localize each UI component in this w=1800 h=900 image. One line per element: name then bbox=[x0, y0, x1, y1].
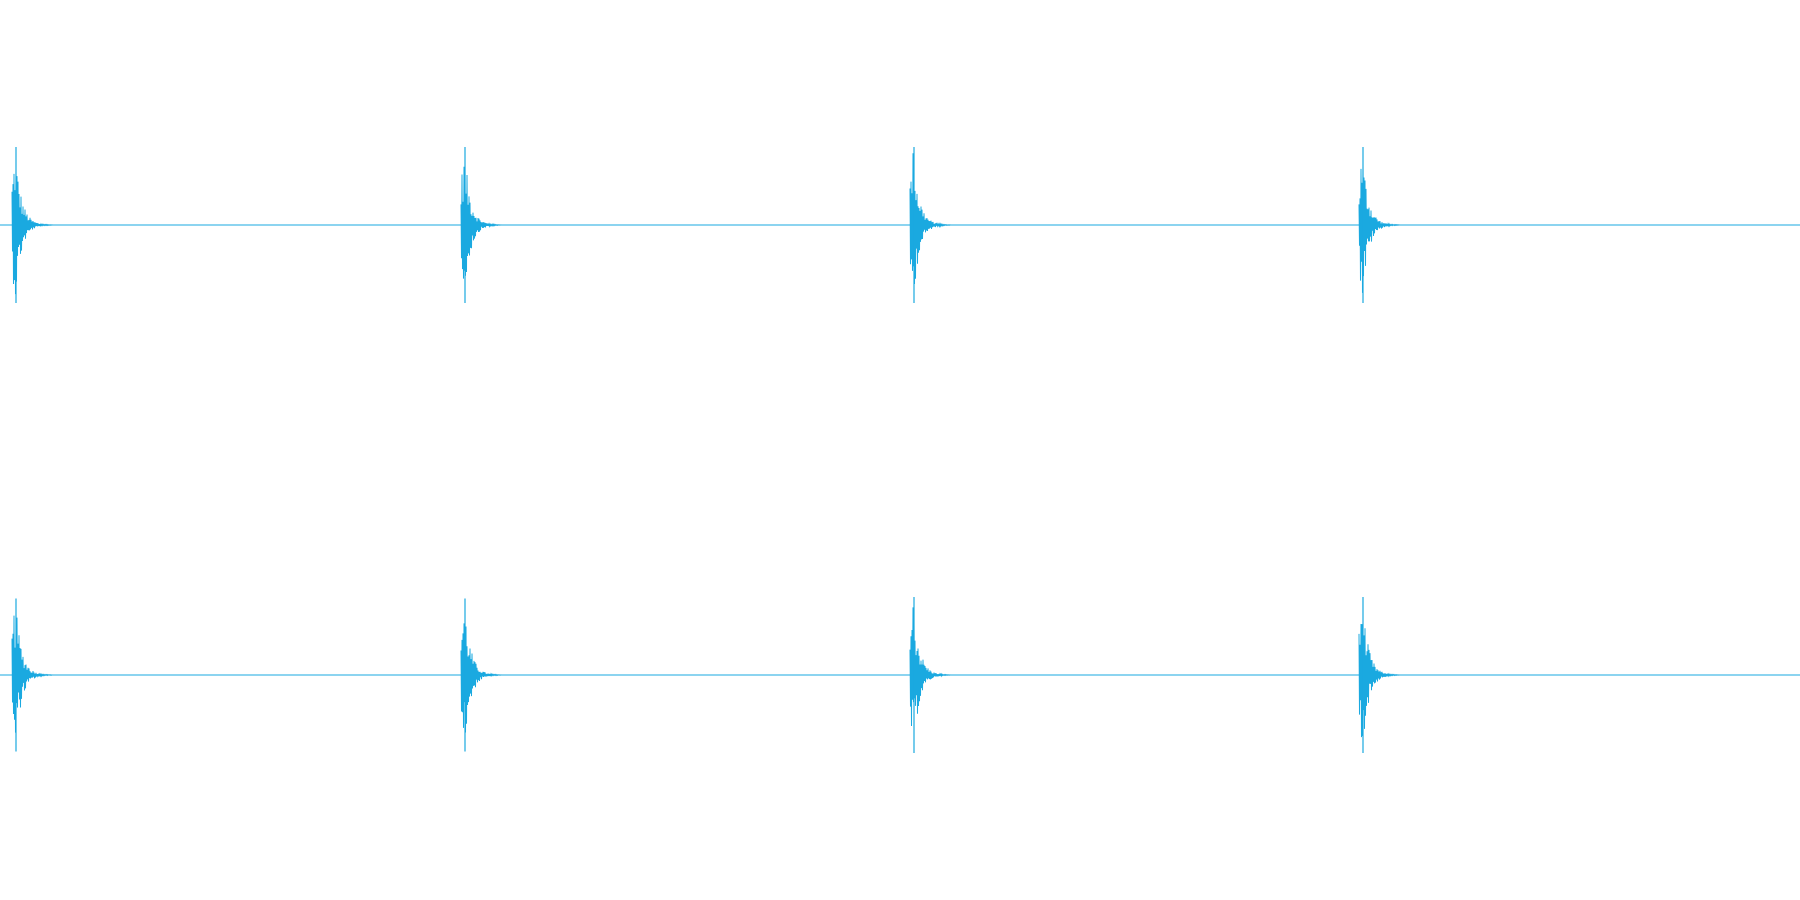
channel-1-burst-1 bbox=[11, 169, 53, 295]
channel-2-burst-2 bbox=[460, 623, 502, 733]
channel-2-track bbox=[0, 597, 1800, 753]
channel-2-burst-1 bbox=[11, 615, 53, 733]
channel-1-burst-4 bbox=[1358, 166, 1400, 293]
channel-2-burst-4 bbox=[1358, 624, 1400, 738]
channel-2-burst-3 bbox=[909, 607, 951, 727]
channels-layer bbox=[0, 147, 1800, 753]
channel-1-burst-3 bbox=[909, 153, 951, 285]
channel-1-track bbox=[0, 147, 1800, 303]
channel-1-burst-2 bbox=[460, 164, 502, 279]
